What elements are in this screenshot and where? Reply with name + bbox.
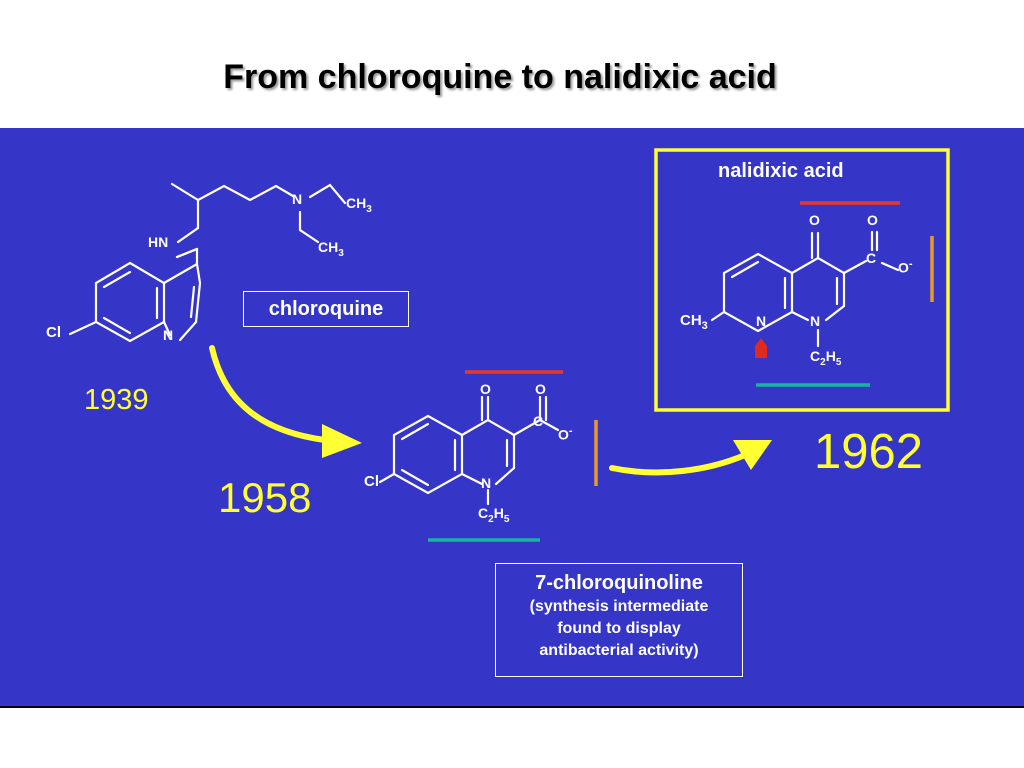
intermediate-note-2: found to display xyxy=(557,620,681,637)
year-1958: 1958 xyxy=(218,474,312,521)
int-o-minus-label: O- xyxy=(558,425,573,443)
cq-ring-n-label: N xyxy=(163,327,174,343)
nalidixic-name: nalidixic acid xyxy=(718,160,844,182)
n8-marker xyxy=(755,338,767,358)
arrow-1958-to-1962 xyxy=(609,452,748,476)
int-n-label: N xyxy=(481,475,492,491)
int-cl-label: Cl xyxy=(364,473,379,490)
int-c-label: C xyxy=(533,413,544,429)
nal-o2-label: O xyxy=(867,212,878,228)
cq-ch3-bottom-label: CH3 xyxy=(318,239,344,259)
chloroquine-structure xyxy=(68,182,347,343)
arrow-1939-to-1958 xyxy=(209,345,328,443)
nalidixic-structure xyxy=(710,230,900,348)
cq-amine-n-label: N xyxy=(292,191,303,207)
chloroquine-name-box: chloroquine xyxy=(243,291,409,327)
nal-ethyl-label: C2H5 xyxy=(810,348,842,368)
nal-o-minus-label: O- xyxy=(898,258,913,276)
intermediate-note-1: (synthesis intermediate xyxy=(529,598,709,615)
cq-hn-label: HN xyxy=(148,234,169,250)
int-ethyl-label: C2H5 xyxy=(478,505,510,525)
arrowhead-1962 xyxy=(733,440,772,470)
nal-ch3-label: CH3 xyxy=(680,312,708,332)
year-1939: 1939 xyxy=(84,384,149,416)
intermediate-structure xyxy=(378,395,560,506)
intermediate-name: 7-chloroquinoline xyxy=(535,572,703,594)
nal-n8-label: N xyxy=(756,313,767,329)
year-1962: 1962 xyxy=(814,425,924,479)
nal-n1-label: N xyxy=(810,313,821,329)
intermediate-note-3: antibacterial activity) xyxy=(539,642,699,659)
diagram-panel xyxy=(0,128,1024,706)
int-o1-label: O xyxy=(480,381,491,397)
cq-cl-label: Cl xyxy=(46,324,61,341)
nalidixic-highlight-box xyxy=(654,148,950,412)
int-o2-label: O xyxy=(535,381,546,397)
arrowhead-1958 xyxy=(322,424,362,458)
nal-c-label: C xyxy=(866,250,877,266)
slide-title: From chloroquine to nalidixic acid xyxy=(223,58,777,96)
cq-ch3-top-label: CH3 xyxy=(346,195,372,215)
bottom-rule xyxy=(0,706,1024,708)
nal-o1-label: O xyxy=(809,212,820,228)
intermediate-name-box: 7-chloroquinoline (synthesis intermediat… xyxy=(495,563,743,677)
